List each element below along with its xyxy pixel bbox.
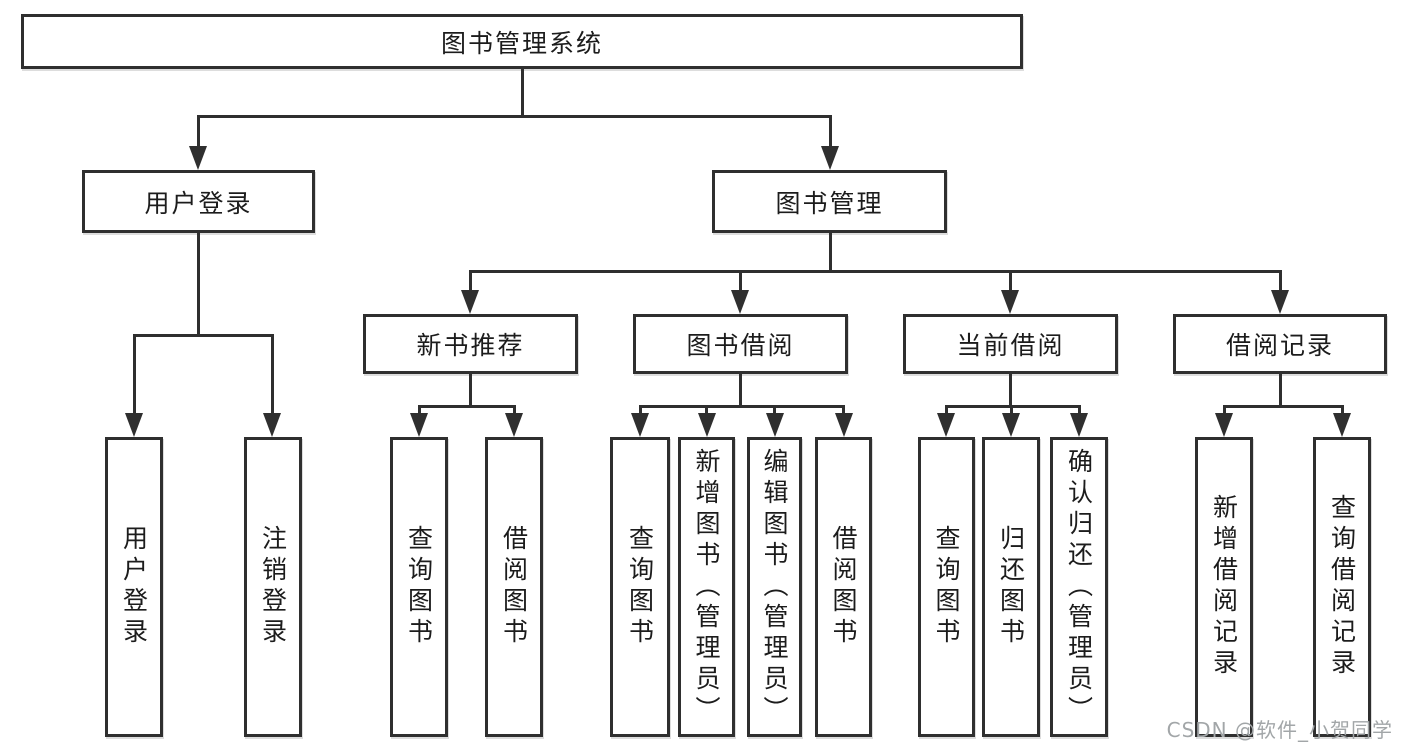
connector-bb-rail — [638, 405, 845, 408]
connector-br-stem — [1278, 374, 1282, 407]
leaf-br-add-record: 新增借阅记录 — [1195, 437, 1253, 737]
arrow-to-nbr-query — [417, 407, 421, 413]
leaf-bb-borrow-books: 借阅图书 — [815, 437, 872, 737]
connector-book-mgmt-rail — [468, 270, 1282, 273]
arrow-to-br-query — [1340, 407, 1344, 413]
arrow-to-cb-return — [1009, 407, 1013, 413]
arrow-to-book-management — [828, 117, 832, 146]
arrow-to-user-login — [196, 117, 200, 146]
leaf-nbr-borrow-books-label: 借阅图书 — [499, 525, 529, 649]
leaf-br-add-record-label: 新增借阅记录 — [1209, 494, 1239, 680]
csdn-watermark: CSDN @软件_小贺同学 — [1166, 718, 1393, 742]
connector-nbr-rail — [417, 405, 516, 408]
node-borrow-records: 借阅记录 — [1173, 314, 1387, 374]
leaf-bb-add-books-admin: 新增图书（管理员） — [678, 437, 735, 737]
leaf-nbr-borrow-books: 借阅图书 — [485, 437, 543, 737]
leaf-br-query-record: 查询借阅记录 — [1313, 437, 1371, 737]
leaf-logout: 注销登录 — [244, 437, 302, 737]
node-user-login: 用户登录 — [82, 170, 315, 233]
connector-cb-rail — [944, 405, 1081, 408]
connector-nbr-stem — [468, 374, 472, 407]
node-current-borrow: 当前借阅 — [903, 314, 1118, 374]
leaf-cb-query-books: 查询图书 — [918, 437, 975, 737]
arrow-to-cb-confirm — [1077, 407, 1081, 413]
arrow-to-nbr-borrow — [512, 407, 516, 413]
leaf-bb-edit-books-admin: 编辑图书（管理员） — [747, 437, 802, 737]
leaf-cb-confirm-return-admin-label: 确认归还（管理员） — [1064, 447, 1094, 727]
arrow-to-bb-add — [705, 407, 708, 413]
leaf-nbr-query-books: 查询图书 — [390, 437, 448, 737]
leaf-user-login: 用户登录 — [105, 437, 163, 737]
arrow-to-cb-query — [944, 407, 948, 413]
connector-root-rail — [196, 115, 832, 118]
node-new-book-recommend: 新书推荐 — [363, 314, 578, 374]
leaf-bb-query-books: 查询图书 — [610, 437, 670, 737]
arrow-to-leaf-user-login — [132, 336, 136, 413]
connector-book-mgmt-stem — [828, 233, 832, 272]
node-root-library-system: 图书管理系统 — [21, 14, 1023, 69]
connector-br-rail — [1222, 405, 1344, 408]
leaf-bb-borrow-books-label: 借阅图书 — [829, 525, 858, 649]
leaf-logout-label: 注销登录 — [258, 525, 288, 649]
arrow-to-br-add — [1222, 407, 1226, 413]
connector-root-stem — [520, 68, 524, 118]
leaf-user-login-label: 用户登录 — [119, 525, 149, 649]
leaf-nbr-query-books-label: 查询图书 — [404, 525, 434, 649]
arrow-to-new-book-recommend — [468, 272, 472, 290]
leaf-bb-add-books-admin-label: 新增图书（管理员） — [692, 447, 721, 727]
arrow-to-borrow-records — [1278, 272, 1282, 290]
leaf-br-query-record-label: 查询借阅记录 — [1327, 494, 1357, 680]
leaf-bb-query-books-label: 查询图书 — [625, 525, 655, 649]
connector-cb-stem — [1008, 374, 1012, 407]
leaf-cb-confirm-return-admin: 确认归还（管理员） — [1050, 437, 1108, 737]
connector-user-login-rail — [132, 334, 274, 337]
arrow-to-bb-query — [638, 407, 642, 413]
arrow-to-bb-borrow — [842, 407, 845, 413]
arrow-to-leaf-logout — [270, 336, 274, 413]
connector-user-login-stem — [196, 233, 200, 336]
leaf-cb-return-books-label: 归还图书 — [996, 525, 1026, 649]
node-book-management: 图书管理 — [712, 170, 947, 233]
leaf-bb-edit-books-admin-label: 编辑图书（管理员） — [760, 447, 789, 727]
arrow-to-current-borrow — [1008, 272, 1012, 290]
node-book-borrow: 图书借阅 — [633, 314, 848, 374]
arrow-to-bb-edit — [773, 407, 776, 413]
leaf-cb-return-books: 归还图书 — [982, 437, 1040, 737]
connector-bb-stem — [738, 374, 742, 407]
arrow-to-book-borrow — [738, 272, 742, 290]
leaf-cb-query-books-label: 查询图书 — [932, 525, 961, 649]
